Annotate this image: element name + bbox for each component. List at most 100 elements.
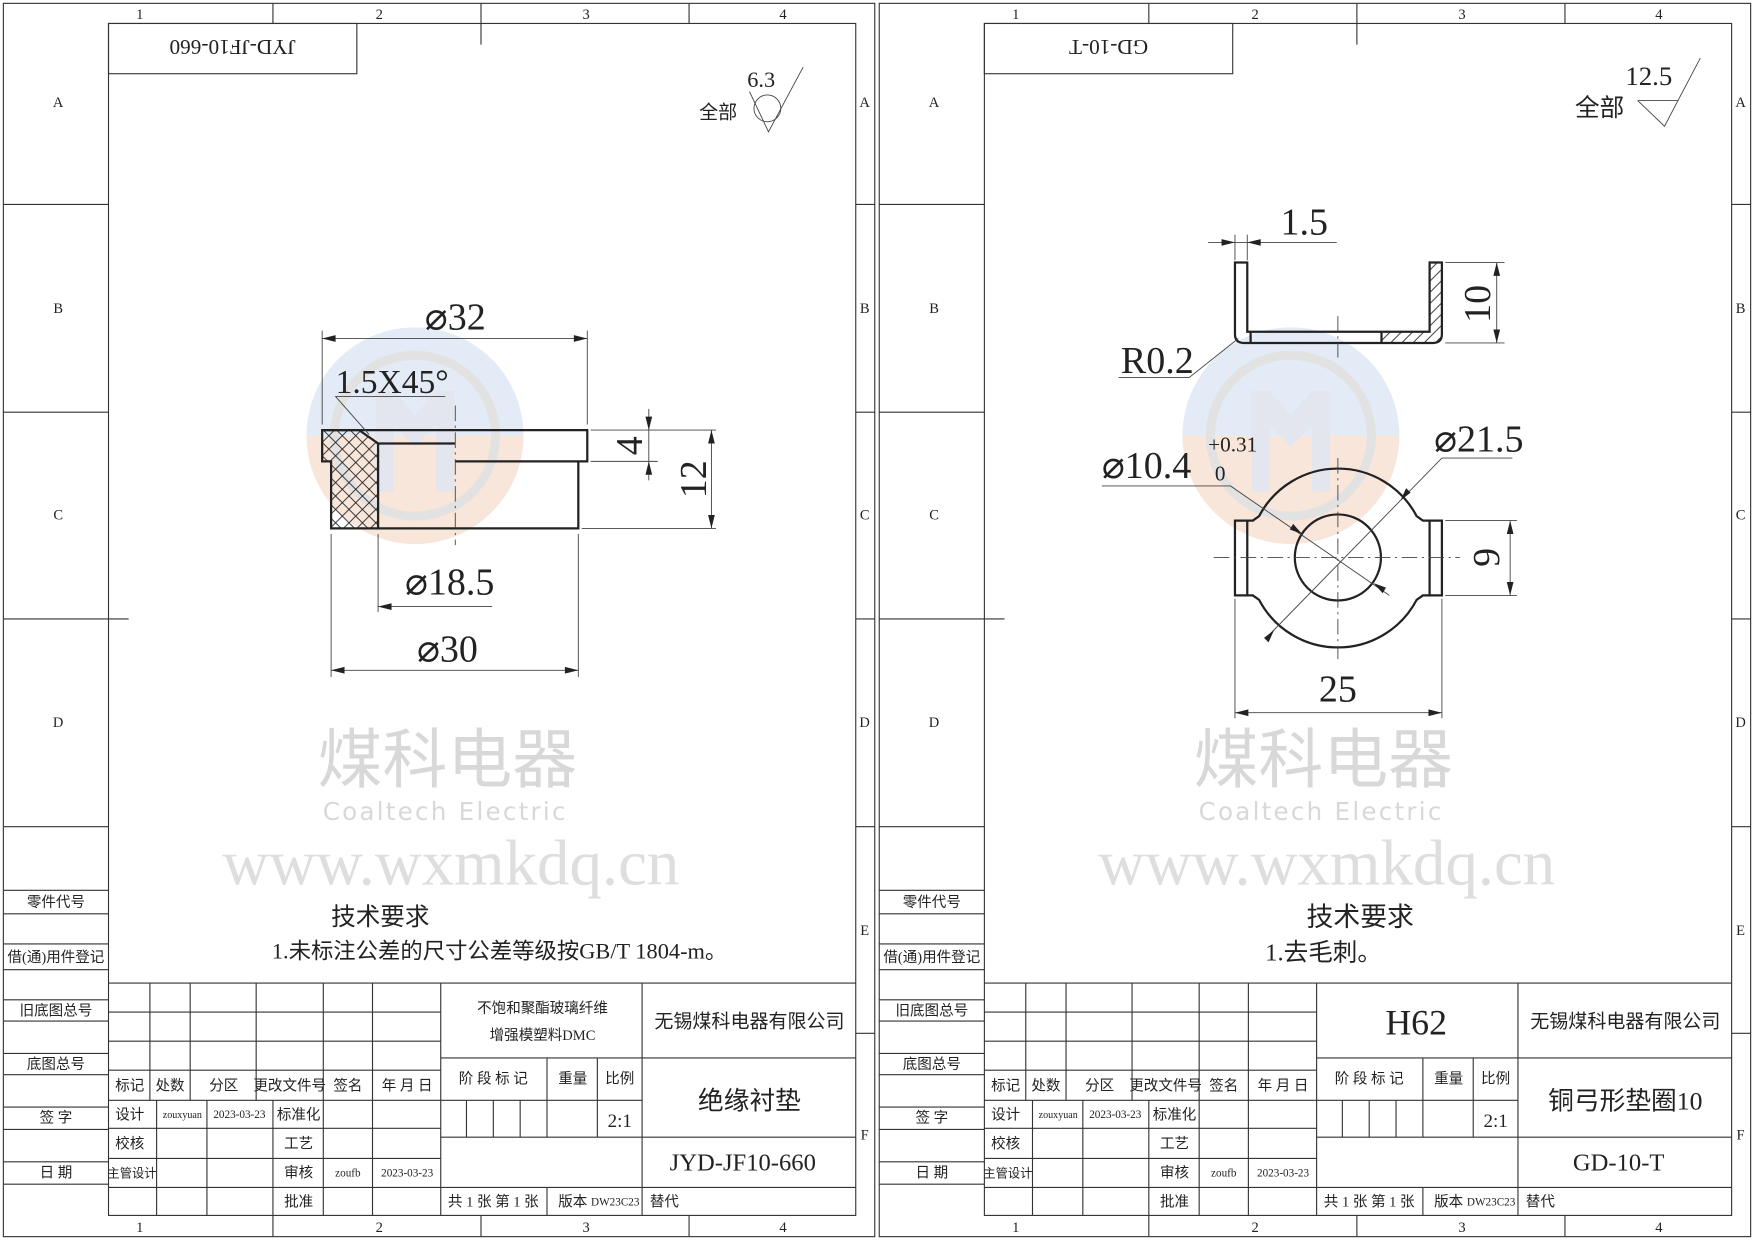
sheet-count: 共 1 张 第 1 张 bbox=[448, 1192, 539, 1210]
section-hatch bbox=[321, 428, 380, 530]
title-block: 标记 处数 分区 更改文件号 签名 年 月 日 设计 zouxyuan 2023… bbox=[983, 982, 1732, 1216]
zone-bottom-3: 3 bbox=[1458, 1220, 1465, 1236]
header-date: 年 月 日 bbox=[1258, 1077, 1309, 1094]
sheet-1: 煤科电器 Coaltech Electric www.wxmkdq.cn 1 2… bbox=[878, 2, 1752, 1238]
sheet-frame: 煤科电器 Coaltech Electric www.wxmkdq.cn 1 2… bbox=[878, 2, 1752, 1238]
watermark-en: Coaltech Electric bbox=[323, 797, 568, 826]
reversed-drawing-code: JYD-JF10-660 bbox=[170, 35, 296, 59]
reversed-drawing-code: GD-10-T bbox=[1069, 35, 1148, 59]
side-label-borrowed-parts: 借(通)用件登记 bbox=[8, 949, 105, 966]
zone-right-C: C bbox=[860, 507, 870, 523]
zone-right-E: E bbox=[1736, 923, 1745, 939]
roughness-symbol-icon bbox=[1637, 57, 1701, 127]
zone-top-3: 3 bbox=[1458, 7, 1465, 23]
dim-height-10: 10 bbox=[1457, 285, 1499, 323]
zone-bottom-3: 3 bbox=[583, 1220, 590, 1236]
zone-right-B: B bbox=[1736, 301, 1746, 317]
design-date: 2023-03-23 bbox=[1089, 1109, 1142, 1121]
tech-requirements-title: 技术要求 bbox=[1307, 902, 1414, 932]
zone-right-E: E bbox=[860, 923, 869, 939]
label-check: 校核 bbox=[991, 1135, 1020, 1152]
scale-value: 2:1 bbox=[1483, 1111, 1507, 1132]
watermark-cn: 煤科电器 bbox=[318, 723, 578, 798]
review-date: 2023-03-23 bbox=[1257, 1167, 1310, 1179]
design-date: 2023-03-23 bbox=[213, 1109, 266, 1121]
roughness-value: 12.5 bbox=[1625, 61, 1672, 91]
label-design: 设计 bbox=[115, 1106, 144, 1123]
dim-width-9: 9 bbox=[1466, 548, 1508, 567]
drawing-number: JYD-JF10-660 bbox=[670, 1150, 816, 1177]
header-count: 处数 bbox=[1031, 1077, 1061, 1094]
side-label-signature: 签 字 bbox=[915, 1110, 948, 1127]
zone-bottom-4: 4 bbox=[1655, 1220, 1663, 1236]
zone-left-C: C bbox=[53, 507, 63, 523]
material: H62 bbox=[1385, 1002, 1447, 1042]
side-label-old-base-no: 旧底图总号 bbox=[895, 1002, 968, 1019]
tech-requirements-note: 1.未标注公差的尺寸公差等级按GB/T 1804-m。 bbox=[272, 938, 727, 963]
header-change-doc: 更改文件号 bbox=[253, 1077, 326, 1094]
outer-border bbox=[878, 2, 1752, 1238]
zone-top-2: 2 bbox=[376, 7, 383, 23]
label-design: 设计 bbox=[991, 1106, 1020, 1123]
part-drawing-insulating-gasket: ⌀32 1.5X45° ⌀18.5 ⌀30 4 12 bbox=[321, 297, 716, 677]
scale-value: 2:1 bbox=[608, 1111, 632, 1132]
label-check: 校核 bbox=[115, 1135, 144, 1152]
label-weight: 重量 bbox=[558, 1071, 587, 1088]
label-stage-mark: 阶 段 标 记 bbox=[459, 1071, 528, 1088]
zone-bottom-1: 1 bbox=[136, 1220, 143, 1236]
sheet-frame: 煤科电器 Coaltech Electric www.wxmkdq.cn 1 2… bbox=[2, 2, 876, 1238]
label-standardization: 标准化 bbox=[1153, 1106, 1197, 1123]
header-zone: 分区 bbox=[1085, 1077, 1114, 1094]
side-view-outline bbox=[1233, 261, 1444, 345]
zone-left-A: A bbox=[53, 95, 64, 111]
tech-requirements-title: 技术要求 bbox=[331, 903, 429, 931]
zone-bottom-1: 1 bbox=[1012, 1220, 1019, 1236]
part-drawing-copper-washer: 1.5 10 R0.2 ⌀10.4 +0.31 0 ⌀21.5 9 25 bbox=[1101, 202, 1524, 719]
dim-thickness-1-5: 1.5 bbox=[1281, 202, 1329, 244]
zone-right-D: D bbox=[1735, 715, 1745, 731]
zone-top-4: 4 bbox=[1655, 7, 1663, 23]
dim-width-25: 25 bbox=[1319, 669, 1357, 711]
side-label-base-no: 底图总号 bbox=[903, 1056, 961, 1073]
zone-bottom-4: 4 bbox=[779, 1220, 787, 1236]
zone-bottom-2: 2 bbox=[1251, 1220, 1258, 1236]
zone-left-D: D bbox=[929, 715, 939, 731]
review-date: 2023-03-23 bbox=[381, 1167, 434, 1179]
zone-left-C: C bbox=[929, 507, 939, 523]
zone-right-C: C bbox=[1736, 507, 1746, 523]
sheet-count: 共 1 张 第 1 张 bbox=[1324, 1192, 1415, 1210]
dim-chamfer: 1.5X45° bbox=[336, 364, 449, 401]
header-date: 年 月 日 bbox=[382, 1077, 433, 1094]
sheet-0-specific: 不饱和聚酯玻璃纤维 增强模塑料DMC ⌀32 1.5X45° ⌀18.5 ⌀30… bbox=[321, 66, 804, 1044]
label-replace: 替代 bbox=[650, 1193, 680, 1210]
side-label-signature: 签 字 bbox=[40, 1110, 73, 1127]
watermark-logo bbox=[1182, 327, 1400, 545]
header-sign: 签名 bbox=[333, 1077, 362, 1094]
zone-left-A: A bbox=[929, 95, 940, 111]
dim-h12: 12 bbox=[673, 460, 715, 498]
side-label-borrowed-parts: 借(通)用件登记 bbox=[883, 949, 980, 966]
side-label-part-code: 零件代号 bbox=[903, 894, 961, 911]
label-approve: 批准 bbox=[284, 1193, 313, 1210]
zone-top-2: 2 bbox=[1251, 7, 1258, 23]
zone-right-F: F bbox=[861, 1127, 869, 1143]
dim-d21-5: ⌀21.5 bbox=[1434, 418, 1523, 460]
dim-d18-5: ⌀18.5 bbox=[405, 561, 494, 603]
inner-border bbox=[107, 22, 857, 1216]
code-box bbox=[983, 22, 1234, 75]
label-standardization: 标准化 bbox=[277, 1106, 321, 1123]
roughness-all-label: 全部 bbox=[699, 101, 737, 123]
zone-left-B: B bbox=[929, 301, 939, 317]
side-label-part-code: 零件代号 bbox=[27, 894, 85, 911]
plan-view-outline bbox=[1233, 467, 1444, 649]
tech-requirements-note: 1.去毛刺。 bbox=[1265, 939, 1382, 967]
zone-right-D: D bbox=[859, 715, 869, 731]
reviewer-name: zoufb bbox=[1211, 1167, 1237, 1179]
reviewer-name: zoufb bbox=[335, 1167, 361, 1179]
sheet-1-specific: H62 1.5 10 R0.2 ⌀10.4 +0.31 bbox=[1101, 57, 1701, 1042]
zone-right-B: B bbox=[860, 301, 870, 317]
roughness-symbol-icon bbox=[749, 66, 804, 133]
zone-top-1: 1 bbox=[1012, 7, 1019, 23]
code-box bbox=[107, 22, 358, 75]
side-label-old-base-no: 旧底图总号 bbox=[20, 1002, 93, 1019]
